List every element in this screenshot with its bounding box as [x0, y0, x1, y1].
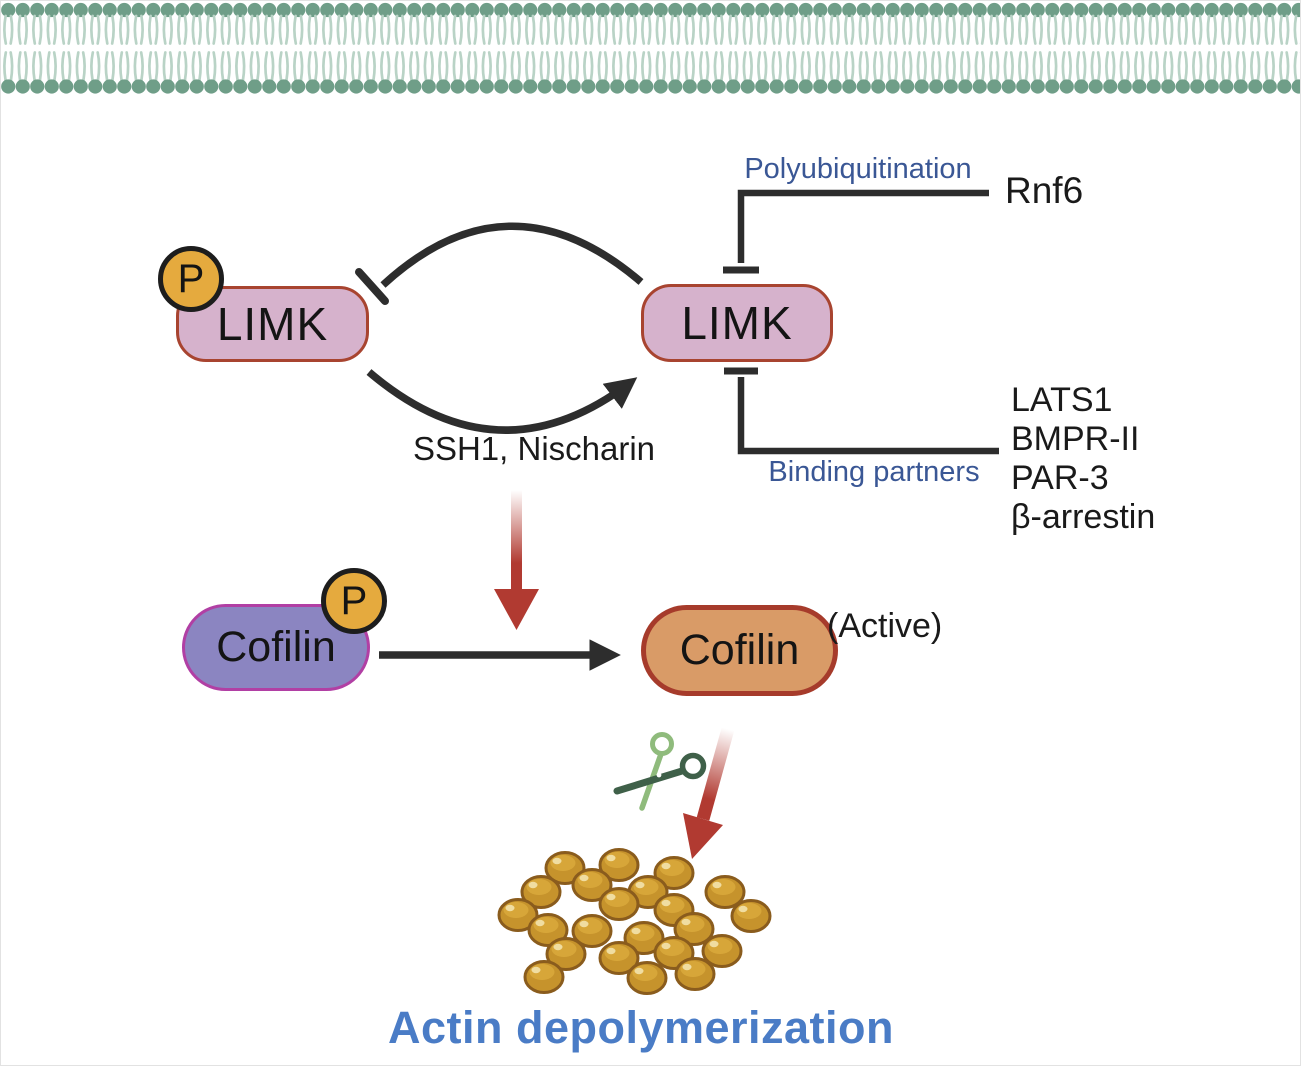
binding-partner-item: LATS1: [1011, 381, 1113, 419]
limk-phospho-node: LIMK: [176, 286, 369, 362]
cofilin-active-node: Cofilin: [641, 605, 838, 696]
dephosphorylation-inhibition-curve: [355, 222, 644, 305]
binding-partner-item: β-arrestin: [1011, 498, 1156, 536]
actin-monomer: [653, 893, 695, 927]
actin-monomer: [598, 941, 640, 975]
cofilin-active-label: Cofilin: [679, 626, 800, 674]
actin-monomer: [704, 875, 746, 909]
red-arrow-diagonal: [683, 727, 735, 859]
actin-monomer: [571, 868, 613, 902]
binding-partners-line: [724, 367, 999, 455]
actin-monomer: [598, 887, 640, 921]
actin-monomer: [598, 848, 640, 882]
binding-partner-item: BMPR-II: [1011, 420, 1140, 458]
phosphate-badge-limk: P: [158, 246, 224, 312]
binding-partners-list: LATS1 BMPR-II PAR-3 β-arrestin: [1011, 381, 1155, 537]
actin-monomer: [730, 899, 772, 933]
actin-monomer: [544, 851, 586, 885]
actin-monomer: [701, 934, 743, 968]
red-arrow-down: [494, 490, 539, 630]
binding-partner-item: PAR-3: [1011, 459, 1109, 497]
limk-node: LIMK: [641, 284, 833, 362]
actin-monomer: [520, 875, 562, 909]
actin-monomers: [497, 848, 772, 995]
plasma-membrane: [1, 1, 1300, 96]
actin-monomer: [653, 856, 695, 890]
rnf6-inhibition-line: [723, 189, 989, 274]
actin-monomer: [674, 957, 716, 991]
actin-monomer: [545, 937, 587, 971]
binding-partners-label: Binding partners: [768, 456, 980, 488]
phosphate-badge-cofilin: P: [321, 568, 387, 634]
actin-monomer: [497, 898, 539, 932]
phosphatases-label: SSH1, Nischarin: [412, 430, 656, 467]
scissors-icon: [613, 732, 707, 811]
actin-monomer: [623, 921, 665, 955]
limk-label: LIMK: [681, 297, 793, 349]
actin-monomer: [626, 961, 668, 995]
cofilin-phospho-label: Cofilin: [216, 623, 336, 671]
cofilin-active-state: (Active): [827, 607, 943, 645]
actin-monomer: [571, 914, 613, 948]
activation-curve: [366, 369, 638, 434]
polyubiquitination-label: Polyubiquitination: [744, 153, 972, 185]
actin-monomer: [673, 912, 715, 946]
limk-phospho-label: LIMK: [216, 298, 329, 350]
actin-monomer: [523, 960, 565, 994]
actin-monomer: [527, 913, 569, 947]
rnf6-label: Rnf6: [1005, 170, 1084, 211]
figure-title: Actin depolymerization: [387, 1002, 895, 1053]
